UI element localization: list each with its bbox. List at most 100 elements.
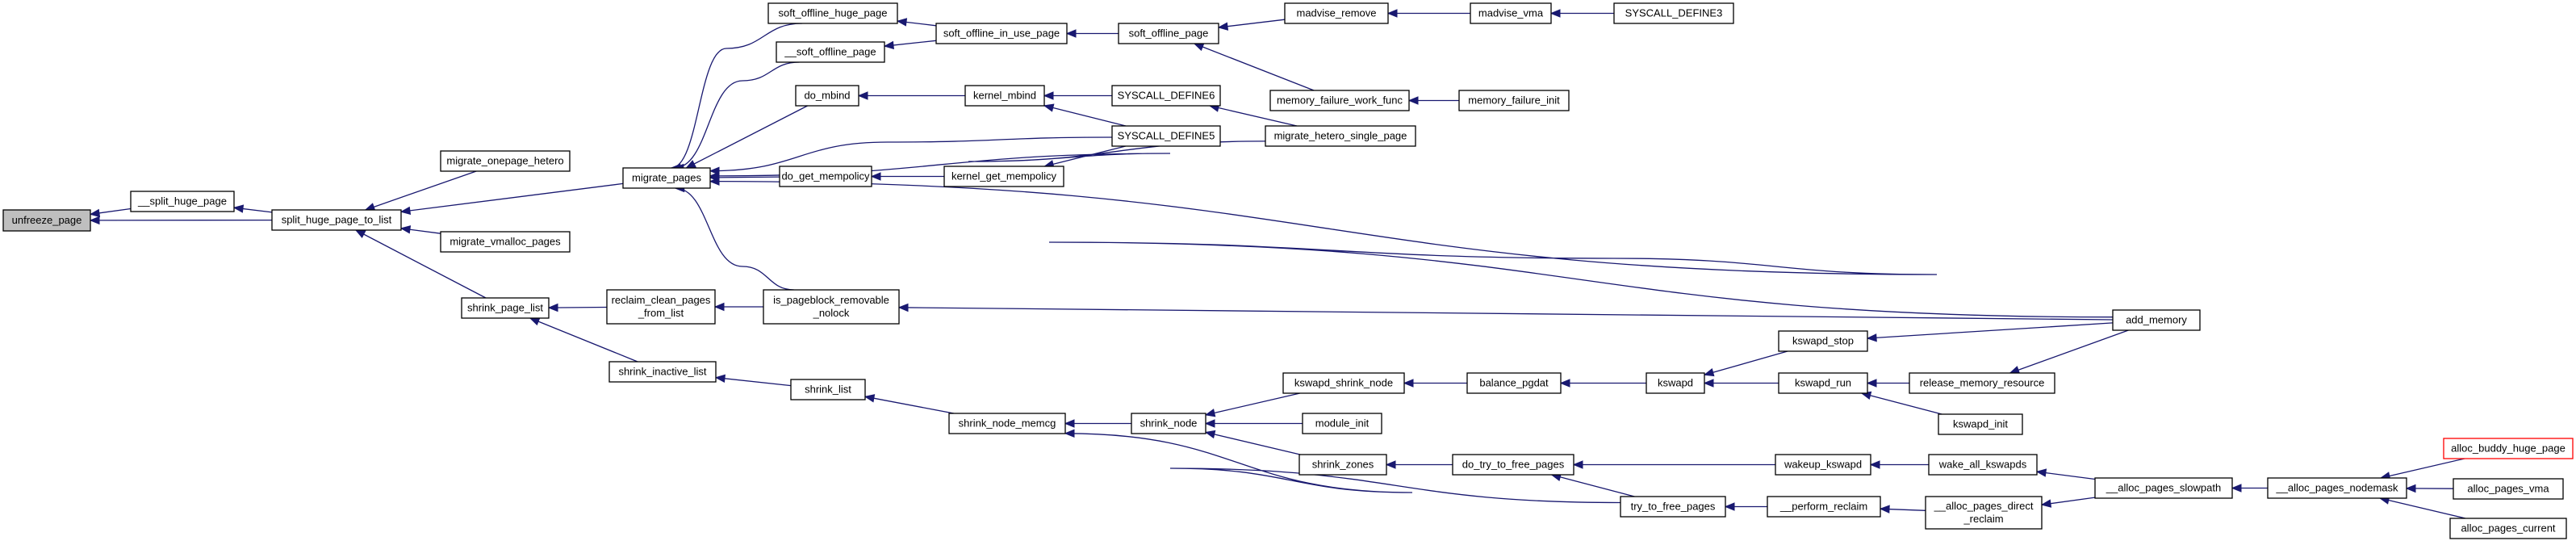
- node-kswapd-run[interactable]: kswapd_run: [1778, 372, 1868, 394]
- node-box-do-mbind[interactable]: [795, 85, 859, 107]
- node-box-madvise-vma[interactable]: [1470, 2, 1552, 24]
- node-box-soft-offline-page[interactable]: [1118, 23, 1219, 44]
- node-alloc-pages-nodemask[interactable]: __alloc_pages_nodemask: [2267, 477, 2407, 499]
- node-box-syscall-define3[interactable]: [1613, 2, 1734, 24]
- node-release-memory-resource[interactable]: release_memory_resource: [1909, 372, 2055, 394]
- node-migrate-vmalloc-pages[interactable]: migrate_vmalloc_pages: [440, 231, 571, 253]
- node-box-shrink-inactive-list[interactable]: [608, 361, 717, 383]
- node-box-migrate-vmalloc-pages[interactable]: [440, 231, 571, 253]
- node-box-kernel-get-mempolicy[interactable]: [943, 166, 1064, 187]
- node-box-memory-failure-init[interactable]: [1458, 90, 1570, 111]
- node-box-kswapd[interactable]: [1646, 372, 1705, 394]
- node-soft-offline-page[interactable]: soft_offline_page: [1118, 23, 1219, 44]
- node-add-memory[interactable]: add_memory: [2112, 309, 2201, 331]
- node-is-pageblock-removable-nolock[interactable]: is_pageblock_removable_nolock: [763, 289, 900, 325]
- node-kernel-mbind[interactable]: kernel_mbind: [964, 85, 1045, 107]
- node-box-split-huge-page-to-list[interactable]: [271, 209, 402, 231]
- node-perform-reclaim[interactable]: __perform_reclaim: [1767, 496, 1881, 518]
- node-box-shrink-node[interactable]: [1131, 413, 1206, 434]
- node-syscall-define6[interactable]: SYSCALL_DEFINE6: [1111, 85, 1221, 107]
- node-shrink-node[interactable]: shrink_node: [1131, 413, 1206, 434]
- node-box-shrink-page-list[interactable]: [461, 297, 550, 319]
- node-kernel-get-mempolicy[interactable]: kernel_get_mempolicy: [943, 166, 1064, 187]
- node-memory-failure-init[interactable]: memory_failure_init: [1458, 90, 1570, 111]
- node-box-shrink-list[interactable]: [790, 379, 866, 400]
- node-try-to-free-pages[interactable]: try_to_free_pages: [1620, 496, 1726, 518]
- node-alloc-buddy-huge-page[interactable]: alloc_buddy_huge_page: [2443, 438, 2574, 459]
- node-wakeup-kswapd[interactable]: wakeup_kswapd: [1775, 454, 1871, 476]
- node-alloc-pages-direct-reclaim[interactable]: __alloc_pages_direct_reclaim: [1925, 496, 2043, 530]
- node-do-get-mempolicy[interactable]: do_get_mempolicy: [779, 166, 872, 187]
- node-module-init[interactable]: module_init: [1302, 413, 1382, 434]
- node-kswapd-init[interactable]: kswapd_init: [1938, 413, 2023, 435]
- node-box-alloc-pages-current[interactable]: [2449, 518, 2567, 539]
- node-box-alloc-pages-direct-reclaim[interactable]: [1925, 496, 2043, 530]
- node-box-kswapd-init[interactable]: [1938, 413, 2023, 435]
- node-box-reclaim-clean-pages-from-list[interactable]: [606, 289, 716, 325]
- node-box-split-huge-page[interactable]: [130, 191, 235, 212]
- node-soft-offline-page[interactable]: __soft_offline_page: [776, 41, 885, 63]
- node-madvise-vma[interactable]: madvise_vma: [1470, 2, 1552, 24]
- node-box-wake-all-kswapds[interactable]: [1928, 454, 2038, 476]
- node-box-syscall-define5[interactable]: [1111, 125, 1221, 147]
- node-alloc-pages-current[interactable]: alloc_pages_current: [2449, 518, 2567, 539]
- node-box-shrink-node-memcg[interactable]: [948, 413, 1066, 434]
- node-box-do-try-to-free-pages[interactable]: [1452, 454, 1574, 476]
- node-box-soft-offline-huge-page[interactable]: [767, 2, 898, 24]
- node-migrate-pages[interactable]: migrate_pages: [622, 167, 711, 189]
- node-box-memory-failure-work-func[interactable]: [1269, 90, 1410, 111]
- node-box-migrate-pages[interactable]: [622, 167, 711, 189]
- node-box-shrink-zones[interactable]: [1298, 454, 1387, 476]
- node-unfreeze-page[interactable]: unfreeze_page: [2, 209, 91, 232]
- node-box-kswapd-shrink-node[interactable]: [1282, 372, 1405, 394]
- node-kswapd-shrink-node[interactable]: kswapd_shrink_node: [1282, 372, 1405, 394]
- node-shrink-page-list[interactable]: shrink_page_list: [461, 297, 550, 319]
- node-syscall-define5[interactable]: SYSCALL_DEFINE5: [1111, 125, 1221, 147]
- node-split-huge-page-to-list[interactable]: split_huge_page_to_list: [271, 209, 402, 231]
- node-memory-failure-work-func[interactable]: memory_failure_work_func: [1269, 90, 1410, 111]
- node-box-perform-reclaim[interactable]: [1767, 496, 1881, 518]
- node-box-do-get-mempolicy[interactable]: [779, 166, 872, 187]
- node-box-is-pageblock-removable-nolock[interactable]: [763, 289, 900, 325]
- node-box-try-to-free-pages[interactable]: [1620, 496, 1726, 518]
- node-balance-pgdat[interactable]: balance_pgdat: [1466, 372, 1562, 394]
- node-box-alloc-pages-nodemask[interactable]: [2267, 477, 2407, 499]
- node-do-try-to-free-pages[interactable]: do_try_to_free_pages: [1452, 454, 1574, 476]
- node-box-migrate-hetero-single-page[interactable]: [1265, 125, 1416, 147]
- node-shrink-list[interactable]: shrink_list: [790, 379, 866, 400]
- node-madvise-remove[interactable]: madvise_remove: [1284, 2, 1389, 24]
- node-box-kswapd-run[interactable]: [1778, 372, 1868, 394]
- node-wake-all-kswapds[interactable]: wake_all_kswapds: [1928, 454, 2038, 476]
- node-syscall-define3[interactable]: SYSCALL_DEFINE3: [1613, 2, 1734, 24]
- node-shrink-inactive-list[interactable]: shrink_inactive_list: [608, 361, 717, 383]
- node-reclaim-clean-pages-from-list[interactable]: reclaim_clean_pages_from_list: [606, 289, 716, 325]
- node-box-madvise-remove[interactable]: [1284, 2, 1389, 24]
- node-box-alloc-buddy-huge-page[interactable]: [2443, 438, 2574, 459]
- node-box-kernel-mbind[interactable]: [964, 85, 1045, 107]
- node-alloc-pages-slowpath[interactable]: __alloc_pages_slowpath: [2094, 477, 2233, 499]
- node-shrink-zones[interactable]: shrink_zones: [1298, 454, 1387, 476]
- node-box-module-init[interactable]: [1302, 413, 1382, 434]
- node-alloc-pages-vma[interactable]: alloc_pages_vma: [2453, 478, 2564, 500]
- node-do-mbind[interactable]: do_mbind: [795, 85, 859, 107]
- node-box-balance-pgdat[interactable]: [1466, 372, 1562, 394]
- node-box-soft-offline-in-use-page[interactable]: [935, 23, 1068, 44]
- node-box-alloc-pages-slowpath[interactable]: [2094, 477, 2233, 499]
- node-box-add-memory[interactable]: [2112, 309, 2201, 331]
- node-migrate-onepage-hetero[interactable]: migrate_onepage_hetero: [440, 150, 571, 172]
- node-split-huge-page[interactable]: __split_huge_page: [130, 191, 235, 212]
- node-box-unfreeze-page[interactable]: [2, 209, 91, 232]
- node-shrink-node-memcg[interactable]: shrink_node_memcg: [948, 413, 1066, 434]
- node-box-soft-offline-page[interactable]: [776, 41, 885, 63]
- node-kswapd-stop[interactable]: kswapd_stop: [1778, 330, 1868, 352]
- node-box-kswapd-stop[interactable]: [1778, 330, 1868, 352]
- node-kswapd[interactable]: kswapd: [1646, 372, 1705, 394]
- node-box-wakeup-kswapd[interactable]: [1775, 454, 1871, 476]
- node-soft-offline-in-use-page[interactable]: soft_offline_in_use_page: [935, 23, 1068, 44]
- node-migrate-hetero-single-page[interactable]: migrate_hetero_single_page: [1265, 125, 1416, 147]
- node-box-release-memory-resource[interactable]: [1909, 372, 2055, 394]
- node-box-migrate-onepage-hetero[interactable]: [440, 150, 571, 172]
- node-box-syscall-define6[interactable]: [1111, 85, 1221, 107]
- node-box-alloc-pages-vma[interactable]: [2453, 478, 2564, 500]
- node-soft-offline-huge-page[interactable]: soft_offline_huge_page: [767, 2, 898, 24]
